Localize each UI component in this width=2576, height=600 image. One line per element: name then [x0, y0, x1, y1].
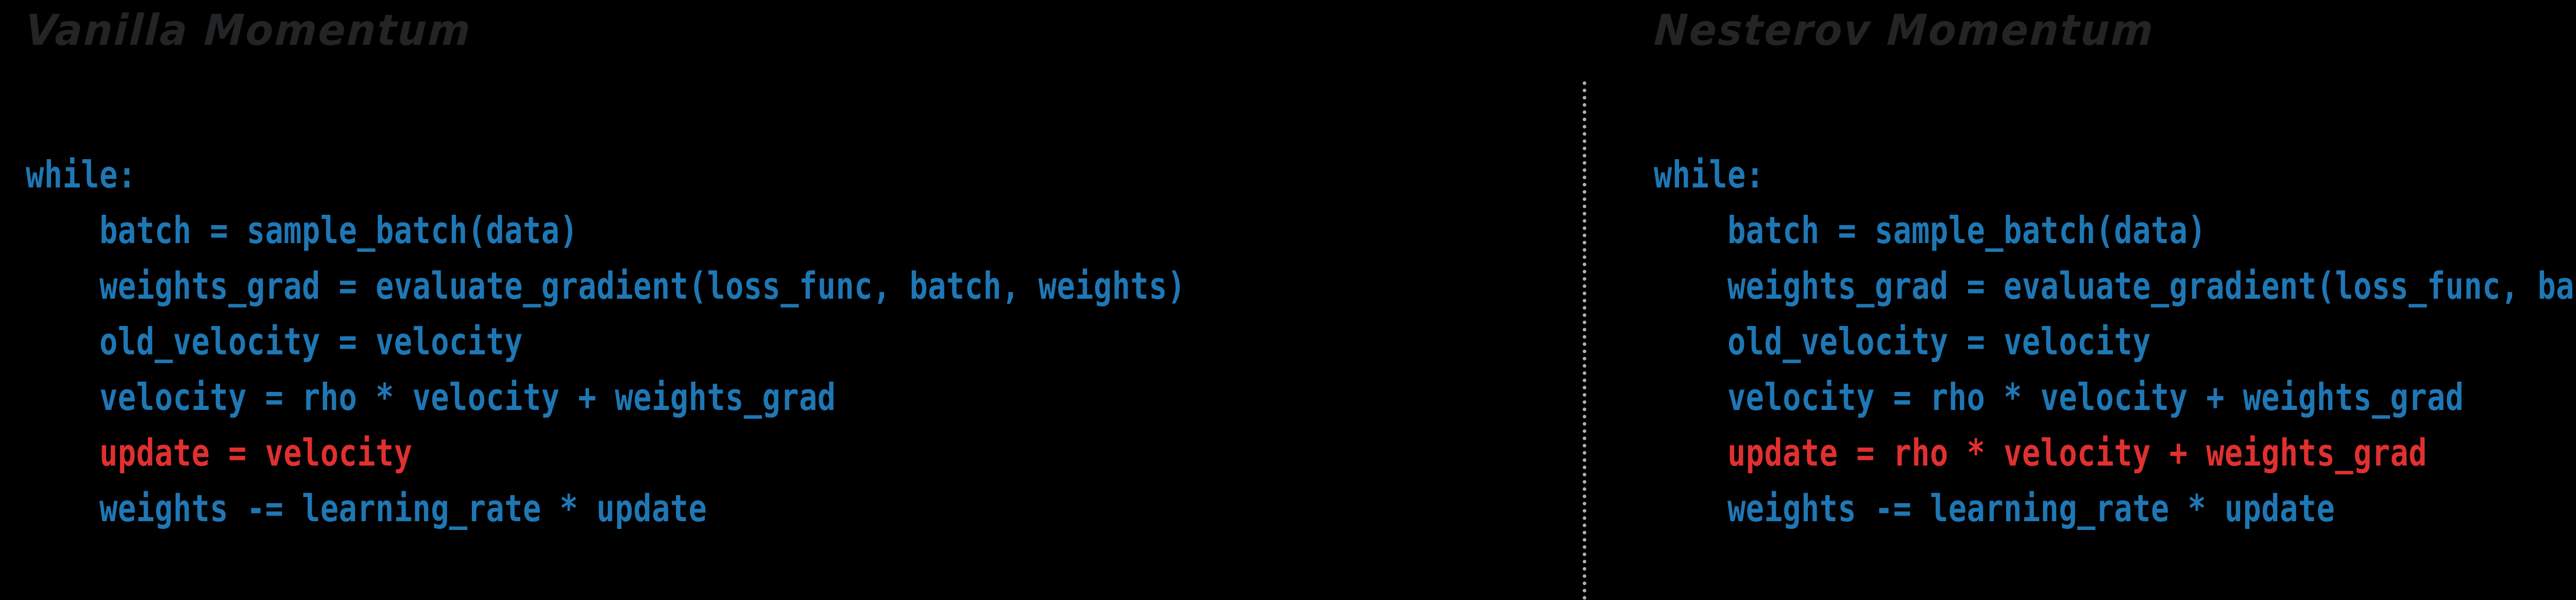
code-line: weights_grad = evaluate_gradient(loss_fu… — [26, 264, 1186, 307]
panel-title-vanilla: Vanilla Momentum — [24, 6, 473, 56]
panel-nesterov-momentum: Nesterov Momentum while: batch = sample_… — [1625, 0, 2576, 600]
code-line: batch = sample_batch(data) — [26, 209, 579, 252]
code-line: batch = sample_batch(data) — [1654, 209, 2207, 252]
code-line: while: — [26, 153, 137, 196]
code-line: weights -= learning_rate * update — [26, 487, 707, 530]
code-block-nesterov: while: batch = sample_batch(data) weight… — [1654, 147, 2576, 536]
code-line: update = rho * velocity + weights_grad — [1654, 431, 2427, 474]
code-line: old_velocity = velocity — [26, 320, 523, 363]
code-line: weights_grad = evaluate_gradient(loss_fu… — [1727, 264, 2576, 307]
code-line: velocity = rho * velocity + weights_grad — [26, 375, 836, 419]
code-line: old_velocity = velocity — [1654, 320, 2151, 363]
code-line: weights -= learning_rate * update — [1654, 487, 2335, 530]
code-line: velocity = rho * velocity + weights_grad — [1654, 375, 2464, 419]
panel-vanilla-momentum: Vanilla Momentum while: batch = sample_b… — [24, 6, 1185, 536]
panel-divider-dotted — [1583, 81, 1586, 600]
panel-title-nesterov: Nesterov Momentum — [1653, 6, 2156, 56]
code-line: update = velocity — [26, 431, 413, 474]
code-line: while: — [1654, 153, 1765, 196]
code-block-vanilla: while: batch = sample_batch(data) weight… — [26, 147, 1185, 536]
